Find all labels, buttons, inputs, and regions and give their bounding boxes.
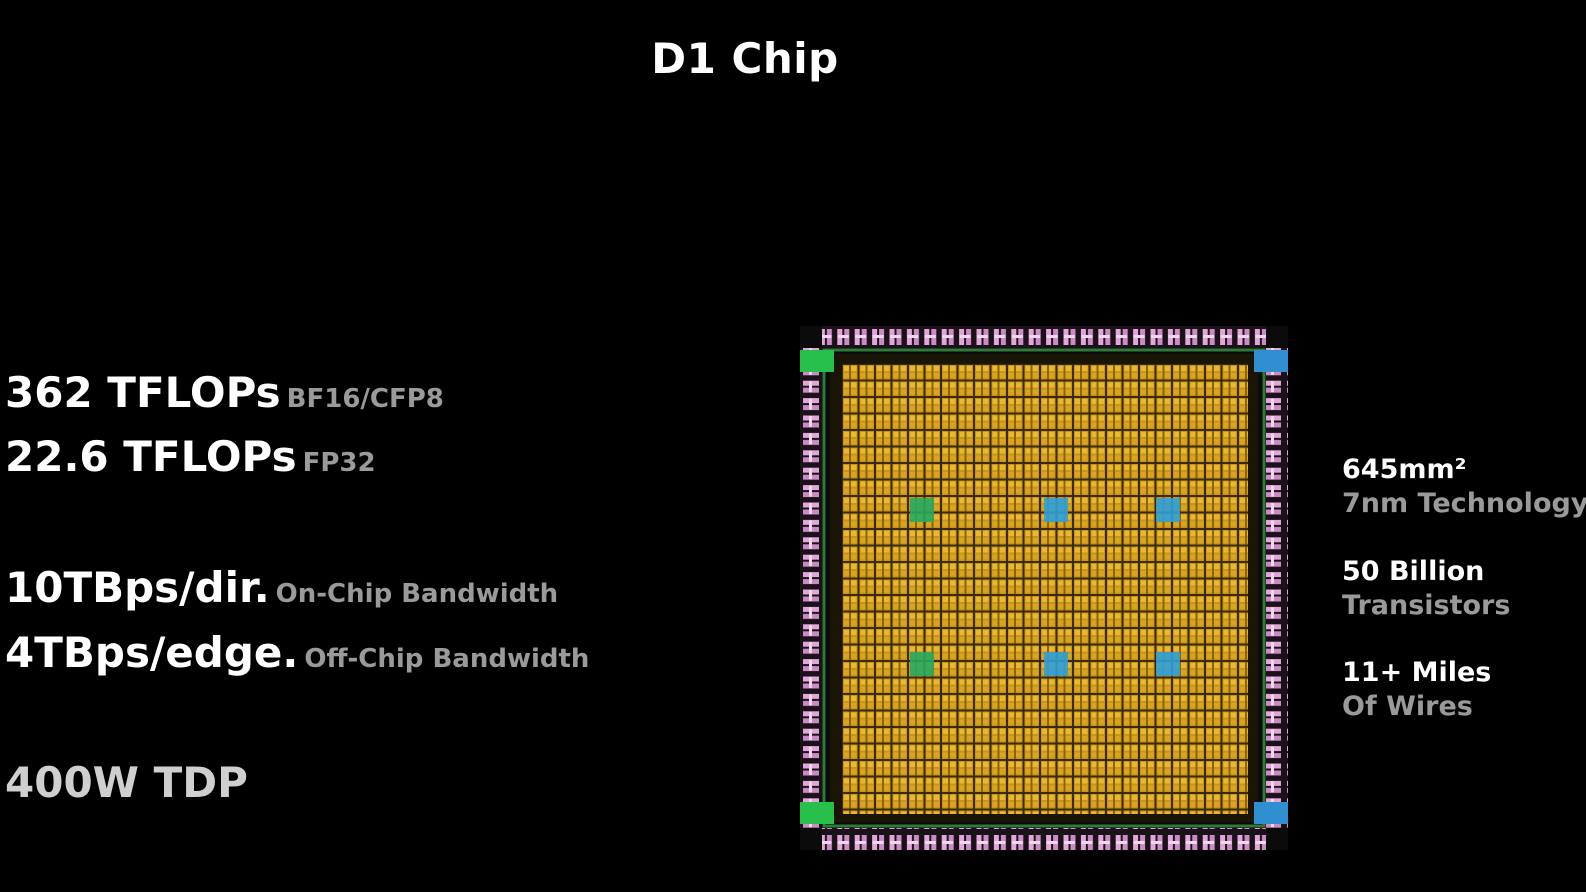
spec-value: 50 Billion bbox=[1342, 556, 1485, 587]
corner-block-top-right bbox=[1254, 350, 1288, 372]
io-pads-left bbox=[800, 348, 822, 828]
interface-block bbox=[1044, 652, 1068, 676]
spec-label: Of Wires bbox=[1342, 691, 1473, 722]
interface-block bbox=[1156, 652, 1180, 676]
spec-unit: BF16/CFP8 bbox=[286, 384, 444, 414]
spec-value: 4TBps/edge. bbox=[5, 628, 299, 677]
spec-value: 645mm² bbox=[1342, 454, 1467, 485]
spec-value: 400W TDP bbox=[5, 758, 248, 807]
spec-label: 7nm Technology bbox=[1342, 488, 1586, 519]
spec-unit: On-Chip Bandwidth bbox=[275, 579, 559, 609]
training-node-array bbox=[842, 364, 1248, 814]
spec-die-area: 645mm² 7nm Technology bbox=[1342, 453, 1586, 521]
io-pads-top bbox=[822, 326, 1266, 348]
interface-block bbox=[910, 652, 934, 676]
corner-block-bottom-left bbox=[800, 802, 834, 824]
io-pads-right bbox=[1266, 348, 1288, 828]
spec-value: 10TBps/dir. bbox=[5, 563, 270, 612]
spec-on-chip-bandwidth: 10TBps/dir.On-Chip Bandwidth bbox=[5, 563, 558, 612]
die-ring bbox=[822, 348, 1266, 828]
spec-label: Transistors bbox=[1342, 590, 1511, 621]
interface-block bbox=[1044, 498, 1068, 522]
interface-block bbox=[1156, 498, 1180, 522]
corner-block-bottom-right bbox=[1254, 802, 1288, 824]
spec-value: 22.6 TFLOPs bbox=[5, 432, 297, 481]
spec-value: 362 TFLOPs bbox=[5, 368, 281, 417]
spec-unit: Off-Chip Bandwidth bbox=[304, 644, 590, 674]
io-pads-bottom bbox=[822, 828, 1266, 850]
slide-title: D1 Chip bbox=[651, 34, 839, 83]
spec-transistors: 50 Billion Transistors bbox=[1342, 555, 1510, 623]
d1-chip-die-image bbox=[800, 326, 1288, 850]
spec-value: 11+ Miles bbox=[1342, 657, 1492, 688]
spec-tdp: 400W TDP bbox=[5, 758, 248, 807]
interface-blocks bbox=[910, 498, 1180, 676]
interface-block bbox=[910, 498, 934, 522]
spec-unit: FP32 bbox=[302, 448, 376, 478]
corner-block-top-left bbox=[800, 350, 834, 372]
spec-wires: 11+ Miles Of Wires bbox=[1342, 656, 1491, 724]
spec-off-chip-bandwidth: 4TBps/edge.Off-Chip Bandwidth bbox=[5, 628, 589, 677]
